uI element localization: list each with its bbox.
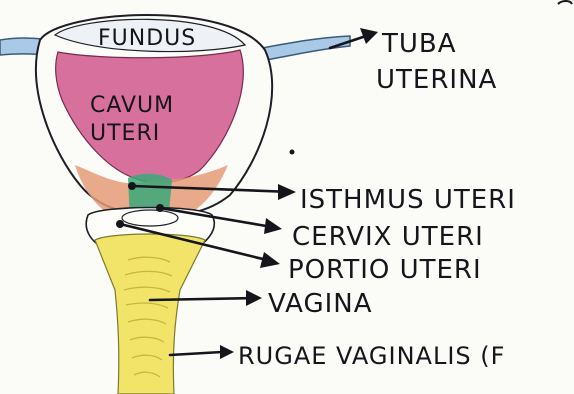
arrowhead-isthmus bbox=[278, 184, 296, 200]
label-cervix: CERVIX UTERI bbox=[292, 222, 484, 252]
label-cavum-line2: UTERI bbox=[90, 121, 160, 146]
label-vagina: VAGINA bbox=[268, 289, 373, 319]
label-tuba-line1: TUBA bbox=[381, 29, 457, 59]
label-fundus: FUNDUS bbox=[98, 26, 196, 51]
arrowhead-vagina bbox=[246, 290, 262, 306]
label-tuba-line2: UTERINA bbox=[376, 65, 497, 95]
label-cavum-line1: CAVUM bbox=[90, 93, 174, 118]
arrow-rugae bbox=[170, 352, 222, 355]
vagina-tube bbox=[95, 234, 205, 394]
arrowhead-cervix bbox=[264, 218, 282, 234]
arrowhead-rugae bbox=[220, 345, 234, 359]
label-isthmus: ISTHMUS UTERI bbox=[300, 185, 516, 215]
corner-mark bbox=[558, 1, 572, 4]
portio-uteri bbox=[122, 210, 178, 226]
point-isthmus bbox=[128, 182, 136, 190]
arrowhead-portio bbox=[260, 252, 280, 268]
label-portio: PORTIO UTERI bbox=[288, 255, 482, 285]
point-portio bbox=[116, 220, 124, 228]
label-rugae: RUGAE VAGINALIS (F bbox=[238, 342, 505, 370]
stray-dot bbox=[290, 150, 295, 155]
point-cervix bbox=[156, 204, 164, 212]
